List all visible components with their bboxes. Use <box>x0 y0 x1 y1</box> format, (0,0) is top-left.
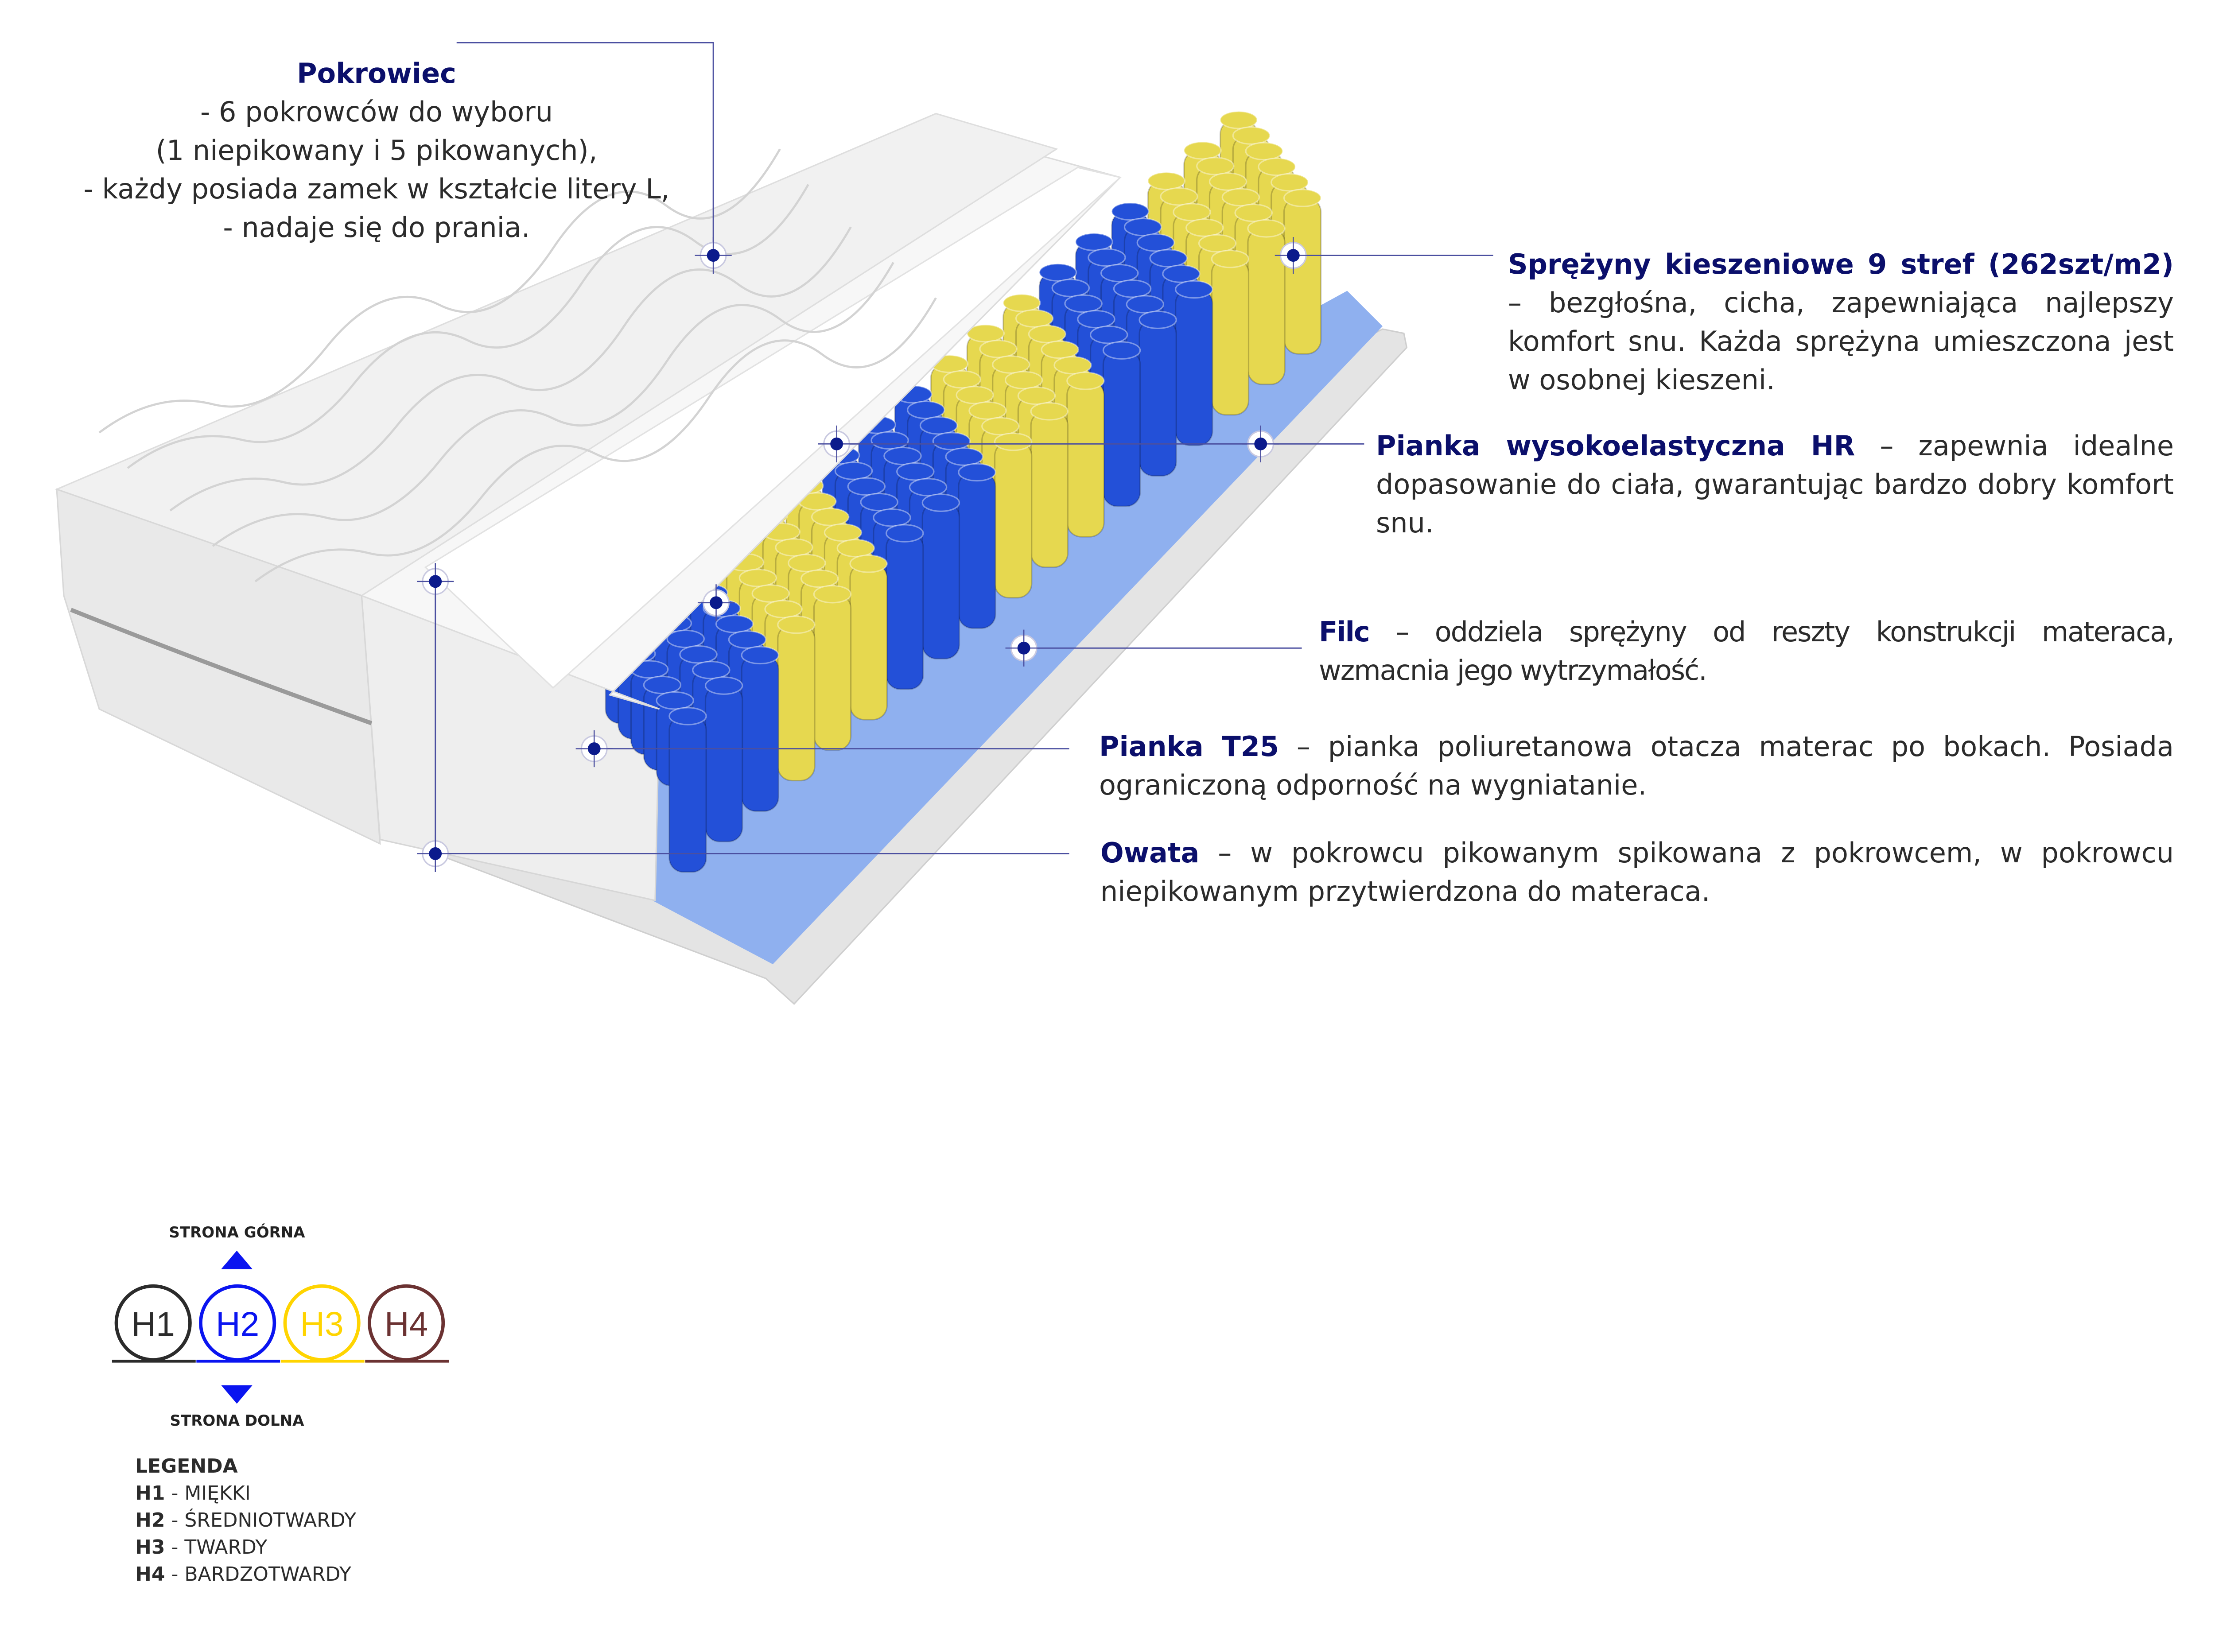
pocket-spring <box>1139 310 1177 477</box>
legend-item: H2 - ŚREDNIOTWARDY <box>135 1509 357 1532</box>
cover-description: Pokrowiec - 6 pokrowców do wyboru (1 nie… <box>80 54 673 247</box>
felt-layer <box>610 291 1383 965</box>
legend-item: H3 - TWARDY <box>135 1536 268 1559</box>
pocket-spring <box>1030 402 1069 568</box>
feature-title: Filc <box>1319 616 1370 648</box>
feature-text: – oddziela sprężyny od reszty konstrukcj… <box>1319 616 2175 686</box>
bottom-side-label: STRONA DOLNA <box>170 1412 304 1430</box>
feature-text: – bezgłośna, cicha, zapewniająca najleps… <box>1508 287 2174 396</box>
hardness-code: H2 <box>216 1305 259 1343</box>
feature-wadding: Owata – w pokrowcu pikowanym spikowana z… <box>1100 834 2174 911</box>
pocket-spring <box>1175 280 1213 446</box>
pocket-spring <box>1211 249 1250 416</box>
legend-item: H4 - BARDZOTWARDY <box>135 1563 351 1586</box>
feature-hr-foam: Pianka wysokoelastyczna HR – zapewnia id… <box>1376 427 2174 542</box>
pocket-spring <box>777 615 816 782</box>
pocket-spring <box>1247 219 1286 385</box>
arrow-down-icon <box>221 1385 253 1404</box>
feature-text: – w pokrowcu pikowanym spikowana z pokro… <box>1100 837 2174 907</box>
pocket-spring <box>741 646 779 812</box>
feature-felt: Filc – oddziela sprężyny od reszty konst… <box>1319 613 2175 690</box>
cover-quilting <box>98 148 937 582</box>
hardness-h3-icon: H3 <box>280 1284 365 1363</box>
cover-line: (1 niepikowany i 5 pikowanych), <box>155 134 598 167</box>
pocket-spring <box>958 463 996 629</box>
hardness-h1-icon: H1 <box>112 1284 196 1363</box>
marker-dot-icon <box>417 835 454 873</box>
cover-line: - 6 pokrowców do wyboru <box>200 96 553 128</box>
feature-title: Pianka wysokoelastyczna HR <box>1376 430 1855 462</box>
marker-dots <box>417 237 1312 873</box>
pocket-spring <box>1102 341 1141 507</box>
hardness-legend: LEGENDA H1 - MIĘKKI H2 - ŚREDNIOTWARDY H… <box>135 1453 356 1588</box>
pocket-spring <box>994 432 1033 599</box>
pocket-spring <box>886 524 924 690</box>
marker-dot-icon <box>695 237 732 274</box>
feature-title: Owata <box>1100 837 1200 869</box>
hardness-code: H4 <box>385 1305 428 1343</box>
cover-line: - nadaje się do prania. <box>223 211 530 244</box>
cover-zipper <box>70 608 373 725</box>
pocket-spring <box>1283 189 1322 355</box>
feature-title: Pianka T25 <box>1099 730 1279 763</box>
feature-text: – zapewnia idealne dopasowanie do ciała,… <box>1376 430 2174 539</box>
feature-springs: Sprężyny kieszeniowe 9 stref (262szt/m2)… <box>1508 245 2174 399</box>
marker-dot-icon <box>1242 425 1279 462</box>
arrow-up-icon <box>221 1250 253 1269</box>
marker-dot-icon <box>818 425 855 462</box>
marker-dot-icon <box>697 584 735 621</box>
pocket-spring <box>921 493 960 659</box>
feature-title: Sprężyny kieszeniowe 9 stref (262szt/m2) <box>1508 248 2174 280</box>
pocket-spring <box>1066 372 1105 538</box>
marker-dot-icon <box>1275 237 1312 274</box>
legend-item: H1 - MIĘKKI <box>135 1482 251 1505</box>
hardness-code: H1 <box>132 1305 175 1343</box>
top-side-label: STRONA GÓRNA <box>169 1224 305 1241</box>
pocket-spring <box>668 707 707 873</box>
pocket-spring <box>849 555 888 721</box>
feature-text: – pianka poliuretanowa otacza materac po… <box>1099 730 2174 801</box>
marker-dot-icon <box>417 563 454 600</box>
cover-line: - każdy posiada zamek w kształcie litery… <box>83 173 670 205</box>
hr-foam-edge <box>424 167 1122 689</box>
feature-t25-foam: Pianka T25 – pianka poliuretanowa otacza… <box>1099 727 2174 804</box>
hardness-h4-icon: H4 <box>365 1284 449 1363</box>
pocket-spring <box>813 585 852 751</box>
pocket-spring <box>704 676 743 842</box>
pocket-springs <box>605 111 1322 873</box>
marker-dot-icon <box>575 730 613 768</box>
cover-title: Pokrowiec <box>297 57 456 89</box>
hardness-h2-icon: H2 <box>196 1284 280 1363</box>
legend-title: LEGENDA <box>135 1455 238 1477</box>
marker-dot-icon <box>1005 629 1042 667</box>
hardness-code: H3 <box>300 1305 344 1343</box>
